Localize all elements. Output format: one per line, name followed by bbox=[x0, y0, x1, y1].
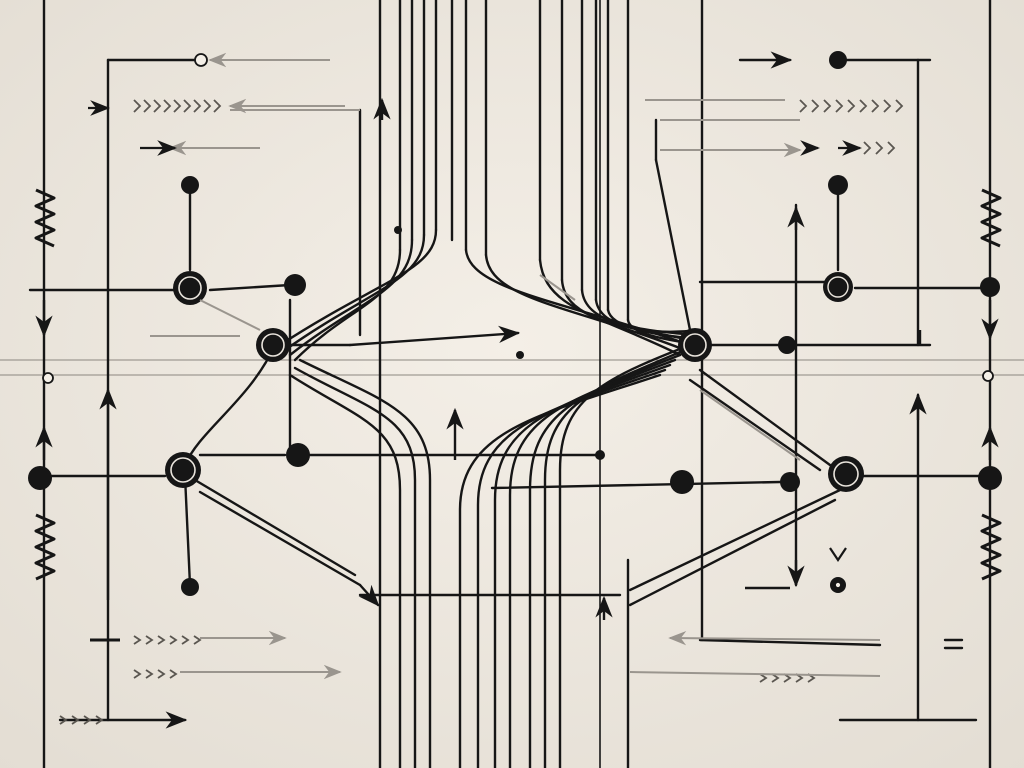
chevron-row-icon bbox=[59, 99, 904, 725]
rail-arrows bbox=[35, 97, 999, 620]
hub-node-right-upper bbox=[823, 272, 853, 302]
hub-node-left-lower bbox=[165, 452, 201, 488]
small-arrows bbox=[88, 100, 862, 562]
zigzag-spring-icon bbox=[34, 188, 1002, 581]
open-terminals bbox=[42, 53, 994, 589]
junction-dots bbox=[28, 51, 1002, 596]
faint-arrows bbox=[90, 52, 881, 680]
hub-node-right-center bbox=[678, 328, 712, 362]
hub-node-left-upper bbox=[173, 271, 207, 305]
divider-band bbox=[0, 359, 1024, 376]
hub-node-right-lower bbox=[828, 456, 864, 492]
central-wire-bundle bbox=[278, 0, 707, 768]
right-network bbox=[490, 0, 997, 768]
hub-node-left-center bbox=[256, 328, 290, 362]
